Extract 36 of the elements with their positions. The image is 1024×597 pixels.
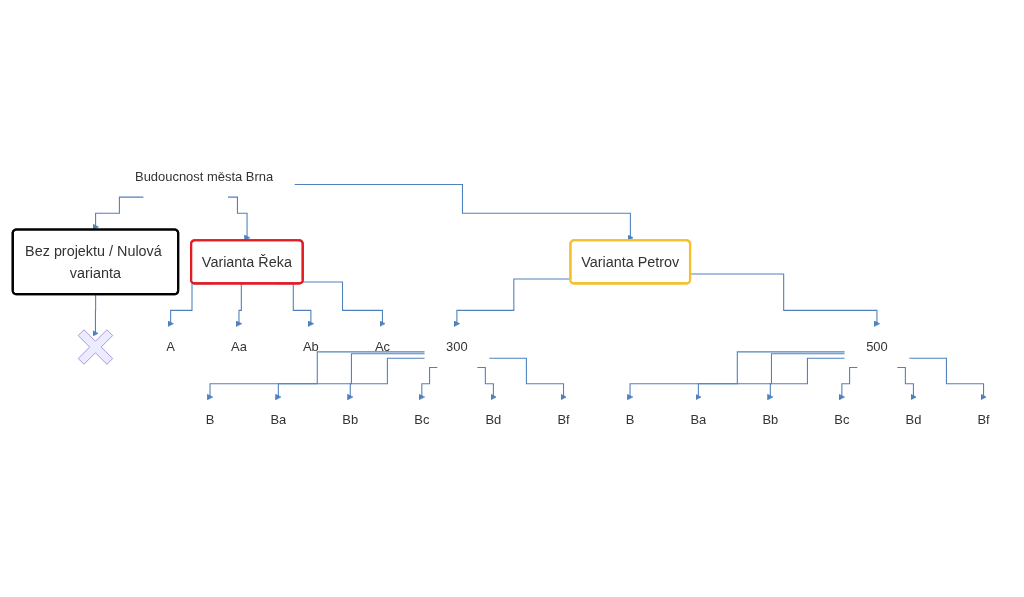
- arrow: [275, 353, 426, 401]
- node-text: Ac: [374, 339, 391, 354]
- node-text: A: [166, 339, 175, 354]
- arrow: [626, 351, 846, 401]
- node-text: Bc: [834, 412, 850, 428]
- arrow: [418, 367, 438, 401]
- arrow: [767, 357, 846, 401]
- arrow: [227, 196, 251, 241]
- node-text: Bb: [342, 412, 359, 428]
- node-text: 300: [446, 339, 468, 354]
- node-text: Bc: [414, 412, 430, 428]
- arrow: [302, 281, 386, 327]
- node-text: B: [205, 412, 215, 428]
- arrow: [488, 357, 567, 401]
- arrow: [838, 367, 858, 401]
- node-text: Bf: [977, 412, 990, 428]
- node-text: Aa: [231, 339, 247, 354]
- node-text: Bb: [762, 412, 779, 428]
- node-text: Bf: [557, 412, 570, 428]
- arrow: [235, 283, 245, 327]
- arrow: [294, 183, 634, 241]
- node-text: Bd: [485, 412, 502, 428]
- arrow: [347, 357, 426, 401]
- arrow: [92, 294, 99, 337]
- node-text: B: [625, 412, 635, 428]
- node-text: Ba: [270, 412, 287, 428]
- node-text: Ba: [690, 412, 707, 428]
- node-text: Ab: [302, 339, 319, 354]
- arrow: [908, 357, 987, 401]
- arrow: [476, 367, 497, 401]
- arrow: [896, 367, 917, 401]
- arrow: [695, 353, 846, 401]
- node-text: Budoucnost města Brna: [135, 169, 274, 184]
- arrow: [206, 351, 426, 401]
- node-text: Bd: [905, 412, 922, 428]
- node-text: 500: [866, 339, 888, 354]
